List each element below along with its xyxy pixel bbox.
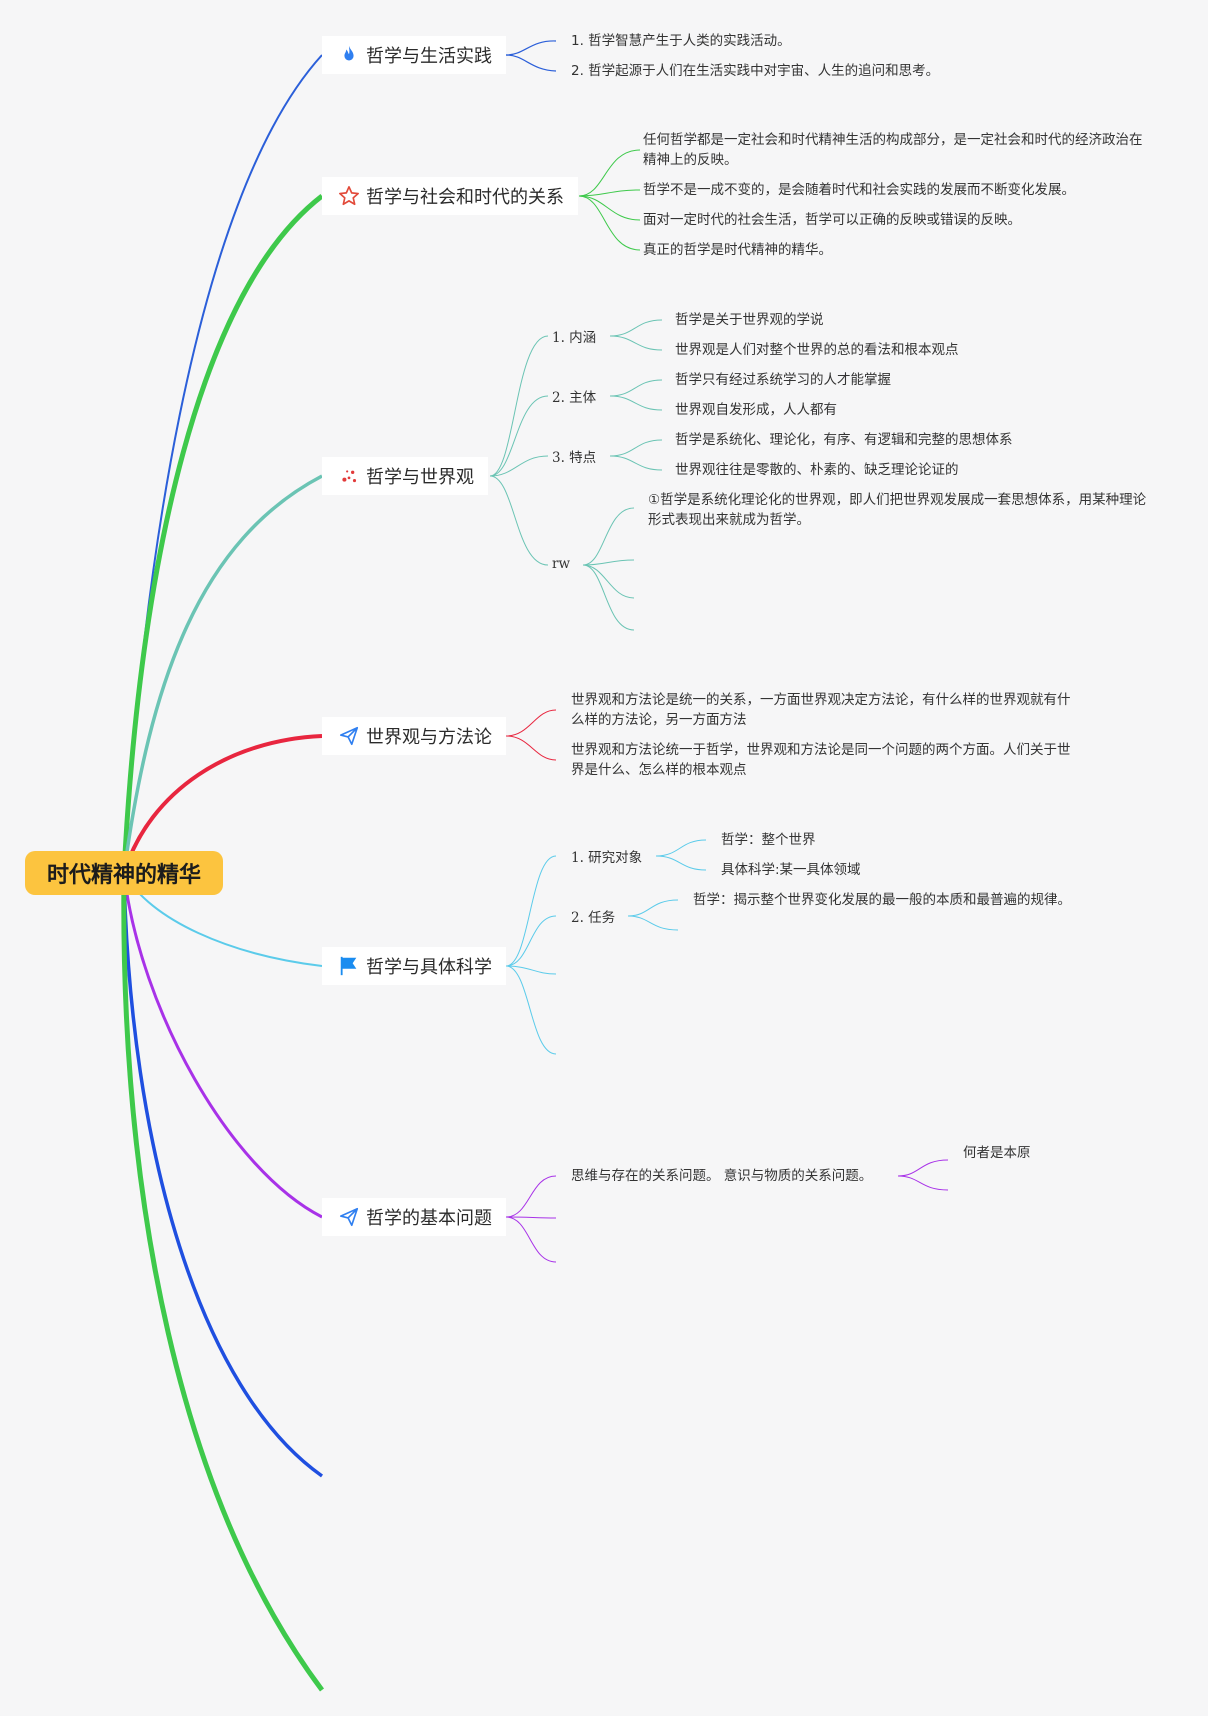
leaf-text: 1. 哲学智慧产生于人类的实践活动。 [571, 33, 791, 49]
sub-topic-connotation[interactable]: 1. 内涵 [552, 330, 597, 346]
topic-label: 哲学的基本问题 [366, 1208, 492, 1229]
leaf-text: 哲学是关于世界观的学说 [675, 312, 824, 328]
topic-worldview-and-methodology[interactable]: 世界观与方法论 [322, 717, 506, 755]
sub-topic-features[interactable]: 3. 特点 [552, 450, 597, 466]
branch-line-8 [121, 872, 325, 1692]
branch-line-2 [121, 194, 324, 874]
branch-line-7 [122, 872, 324, 1478]
topic-basic-questions-of-philosophy[interactable]: 哲学的基本问题 [322, 1198, 506, 1236]
leaf-text: 哲学：整个世界 [721, 832, 816, 848]
leaf-text: 世界观和方法论是统一的关系，一方面世界观决定方法论，有什么样的世界观就有什么样的… [571, 692, 1071, 728]
sub-topic-rw[interactable]: rw [552, 556, 571, 572]
paper-plane-icon [338, 1206, 360, 1228]
leaf-text: 2. 哲学起源于人们在生活实践中对宇宙、人生的追问和思考。 [571, 63, 940, 79]
topic-label: 哲学与生活实践 [366, 46, 492, 67]
star-icon [338, 185, 360, 207]
leaf-text: ①哲学是系统化理论化的世界观，即人们把世界观发展成一套思想体系，用某种理论形式表… [648, 492, 1147, 528]
sub-topic-subject[interactable]: 2. 主体 [552, 390, 597, 406]
branch-line-1 [123, 54, 323, 874]
fire-icon [338, 44, 360, 66]
branch-line-3 [122, 474, 323, 874]
topic-label: 哲学与具体科学 [366, 957, 492, 978]
leaf-text: 世界观是人们对整个世界的总的看法和根本观点 [675, 342, 959, 358]
leaf-text: 真正的哲学是时代精神的精华。 [643, 242, 832, 258]
branch-line-4 [122, 734, 323, 874]
leaf-text: 世界观往往是零散的、朴素的、缺乏理论论证的 [675, 462, 959, 478]
topic-philosophy-society-era[interactable]: 哲学与社会和时代的关系 [322, 177, 578, 215]
topic-label: 世界观与方法论 [366, 727, 492, 748]
leaf-text: 哲学只有经过系统学习的人才能掌握 [675, 372, 891, 388]
topic-philosophy-and-life-practice[interactable]: 哲学与生活实践 [322, 36, 506, 74]
leaf-text: 何者是本原 [963, 1145, 1031, 1161]
leaf-text: 具体科学:某一具体领域 [721, 862, 861, 878]
sparkle-icon [338, 465, 360, 487]
topic-label: 哲学与世界观 [366, 467, 474, 488]
leaf-text: 哲学是系统化、理论化，有序、有逻辑和完整的思想体系 [675, 432, 1013, 448]
leaf-text: 面对一定时代的社会生活，哲学可以正确的反映或错误的反映。 [643, 212, 1021, 228]
leaf-text: 世界观和方法论统一于哲学，世界观和方法论是同一个问题的两个方面。人们关于世界是什… [571, 742, 1071, 778]
leaf-text: 任何哲学都是一定社会和时代精神生活的构成部分，是一定社会和时代的经济政治在精神上… [643, 132, 1143, 168]
topic-philosophy-and-specific-sciences[interactable]: 哲学与具体科学 [322, 947, 506, 985]
branch-line-6 [122, 872, 323, 1219]
paper-plane-icon [338, 725, 360, 747]
sub-topic-task[interactable]: 2. 任务 [571, 910, 616, 926]
leaf-text: 思维与存在的关系问题。 意识与物质的关系问题。 [571, 1168, 873, 1184]
topic-label: 哲学与社会和时代的关系 [366, 187, 564, 208]
leaf-text: 世界观自发形成，人人都有 [675, 402, 837, 418]
flag-icon [338, 955, 360, 977]
root-topic[interactable]: 时代精神的精华 [25, 851, 223, 895]
topic-philosophy-and-worldview[interactable]: 哲学与世界观 [322, 457, 488, 495]
leaf-text: 哲学：揭示整个世界变化发展的最一般的本质和最普遍的规律。 [693, 892, 1071, 908]
leaf-text: 哲学不是一成不变的，是会随着时代和社会实践的发展而不断变化发展。 [643, 182, 1075, 198]
sub-topic-research-object[interactable]: 1. 研究对象 [571, 850, 643, 866]
